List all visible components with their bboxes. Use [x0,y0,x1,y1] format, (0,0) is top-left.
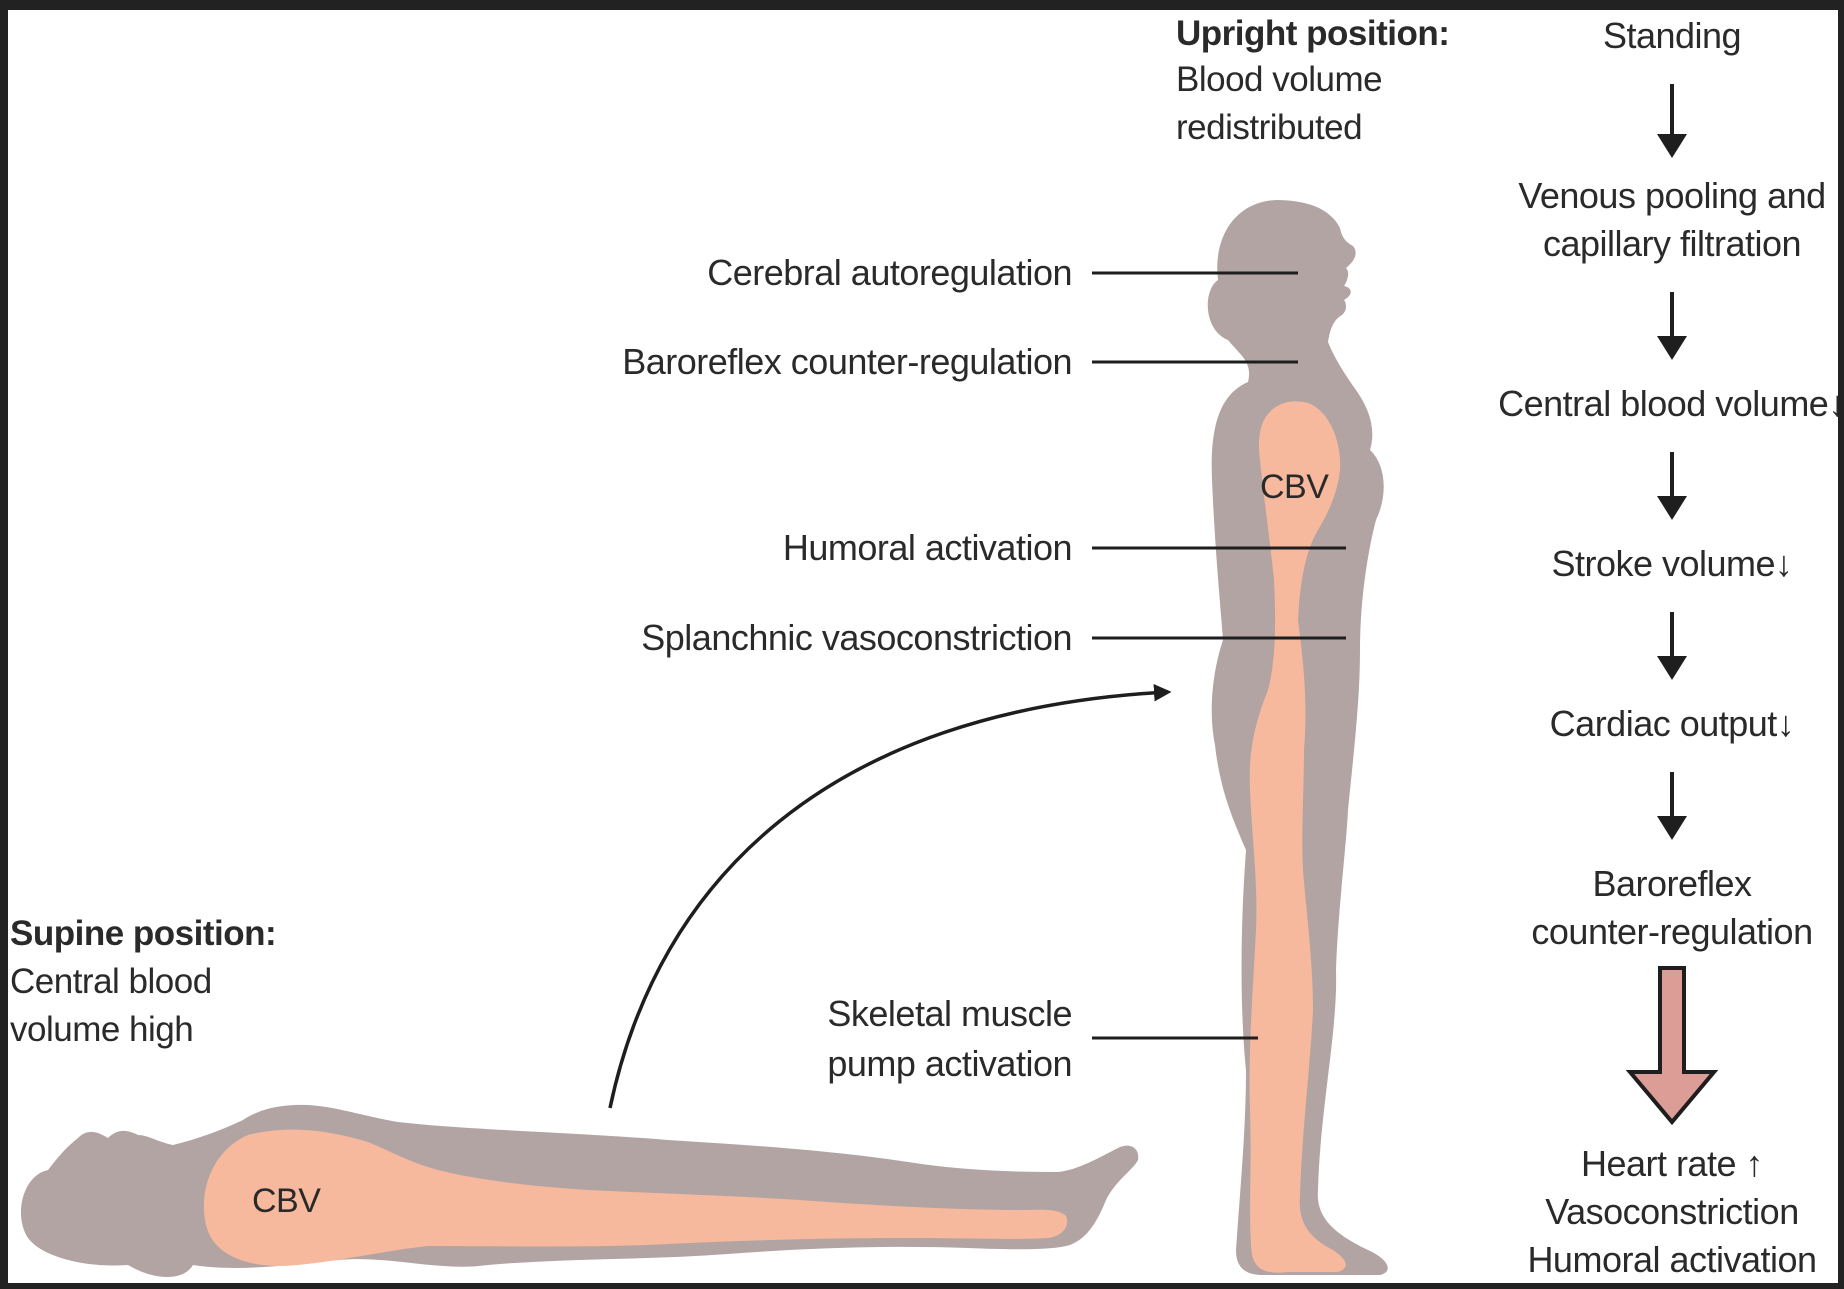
supine-figure [21,1105,1138,1277]
flow-step-standing: Standing [1472,12,1838,60]
label-cerebral-autoregulation: Cerebral autoregulation [707,253,1072,293]
supine-description-line2: volume high [10,1006,193,1054]
cbv-label-supine: CBV [252,1182,320,1221]
flow-step-venous-pooling-line1: Venous pooling and [1472,172,1838,220]
cbv-label-upright: CBV [1260,468,1328,507]
flow-result-humoral-activation: Humoral activation [1472,1236,1838,1283]
flow-step-stroke-volume: Stroke volume↓ [1472,540,1838,588]
label-splanchnic-vasoconstriction: Splanchnic vasoconstriction [641,618,1072,658]
label-baroreflex-counter-regulation: Baroreflex counter-regulation [622,342,1072,382]
flow-arrow-5 [1657,772,1687,840]
flow-step-baroreflex-line1: Baroreflex [1472,860,1838,908]
label-skeletal-muscle-line1: Skeletal muscle [827,994,1072,1034]
flow-result-heart-rate: Heart rate ↑ [1472,1140,1838,1188]
flow-step-venous-pooling-line2: capillary filtration [1472,220,1838,268]
flow-arrow-2 [1657,292,1687,360]
label-humoral-activation: Humoral activation [783,528,1072,568]
label-skeletal-muscle-line2: pump activation [827,1044,1072,1084]
flow-result-vasoconstriction: Vasoconstriction [1472,1188,1838,1236]
flow-arrow-4 [1657,612,1687,680]
supine-heading: Supine position: [10,910,276,958]
flow-arrow-1 [1657,84,1687,158]
flow-step-cardiac-output: Cardiac output↓ [1472,700,1838,748]
upright-description-line2: redistributed [1176,104,1362,152]
supine-description-line1: Central blood [10,958,212,1006]
flow-step-baroreflex-line2: counter-regulation [1472,908,1838,956]
upright-heading: Upright position: [1176,10,1449,58]
flow-step-central-blood-volume: Central blood volume↓ [1472,380,1838,428]
figure-panel: Upright position: Blood volume redistrib… [8,10,1838,1283]
upright-description-line1: Blood volume [1176,56,1382,104]
flow-arrow-3 [1657,452,1687,520]
big-result-arrow [1630,968,1714,1122]
